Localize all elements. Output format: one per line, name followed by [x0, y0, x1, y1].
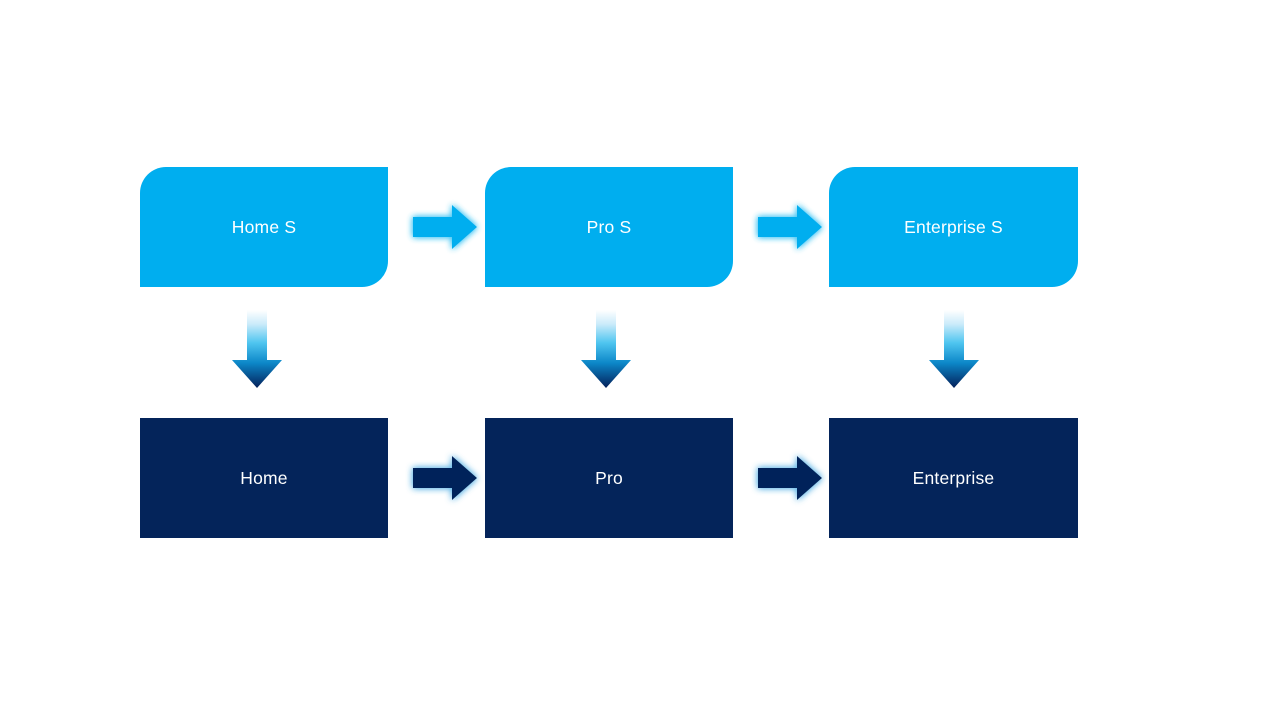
tier-box-home[interactable]: Home — [140, 418, 388, 538]
arrow-down-icon — [222, 308, 292, 392]
tier-box-label: Enterprise — [912, 467, 995, 488]
arrow-right-icon — [403, 447, 485, 509]
arrow-right-icon — [748, 196, 830, 258]
arrow-down-icon — [571, 308, 641, 392]
tier-box-home-s[interactable]: Home S — [140, 167, 388, 287]
tier-box-label: Home — [240, 467, 288, 488]
tier-box-label: Enterprise S — [904, 216, 1003, 237]
arrow-right-icon — [403, 196, 485, 258]
tier-box-label: Home S — [231, 216, 297, 237]
arrow-right-icon — [748, 447, 830, 509]
tier-box-label: Pro S — [586, 216, 632, 237]
tier-box-pro-s[interactable]: Pro S — [485, 167, 733, 287]
tier-box-label: Pro — [595, 467, 623, 488]
tier-box-pro[interactable]: Pro — [485, 418, 733, 538]
tier-box-enterprise[interactable]: Enterprise — [829, 418, 1078, 538]
arrow-down-icon — [919, 308, 989, 392]
tier-box-enterprise-s[interactable]: Enterprise S — [829, 167, 1078, 287]
